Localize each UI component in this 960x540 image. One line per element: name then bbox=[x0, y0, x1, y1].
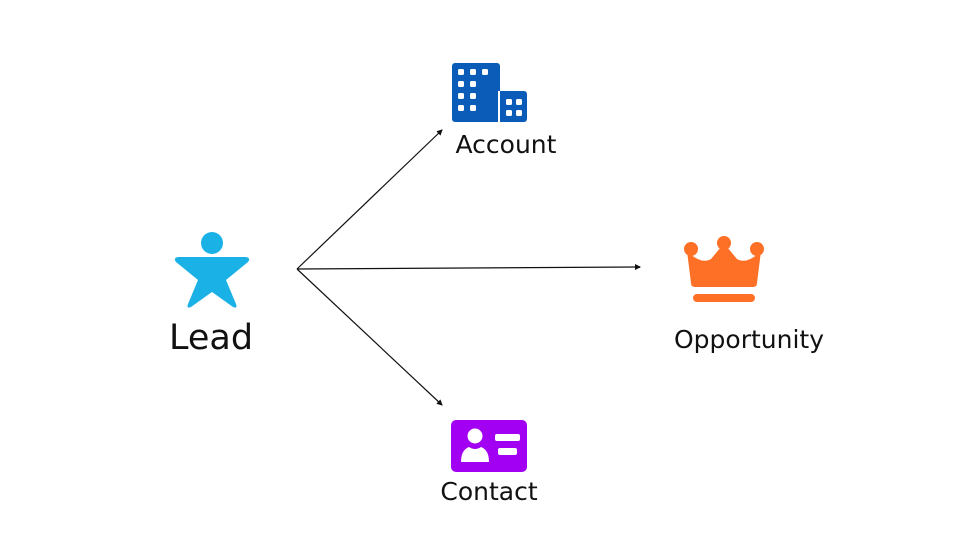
crown-icon bbox=[684, 236, 764, 302]
arrow-lead-to-account bbox=[296, 129, 443, 270]
arrow-lead-to-contact bbox=[296, 268, 443, 406]
contact-card-icon bbox=[451, 420, 527, 472]
opportunity-label: Opportunity bbox=[673, 325, 825, 354]
node-contact bbox=[451, 420, 527, 472]
lead-label: Lead bbox=[168, 318, 254, 358]
building-icon bbox=[452, 63, 527, 122]
account-label: Account bbox=[455, 130, 557, 159]
node-opportunity bbox=[683, 235, 765, 305]
node-account bbox=[452, 63, 527, 123]
arrow-lead-to-opportunity bbox=[296, 264, 641, 271]
contact-label: Contact bbox=[440, 477, 538, 506]
lead-star-person-icon bbox=[174, 232, 250, 308]
node-lead bbox=[170, 228, 255, 313]
